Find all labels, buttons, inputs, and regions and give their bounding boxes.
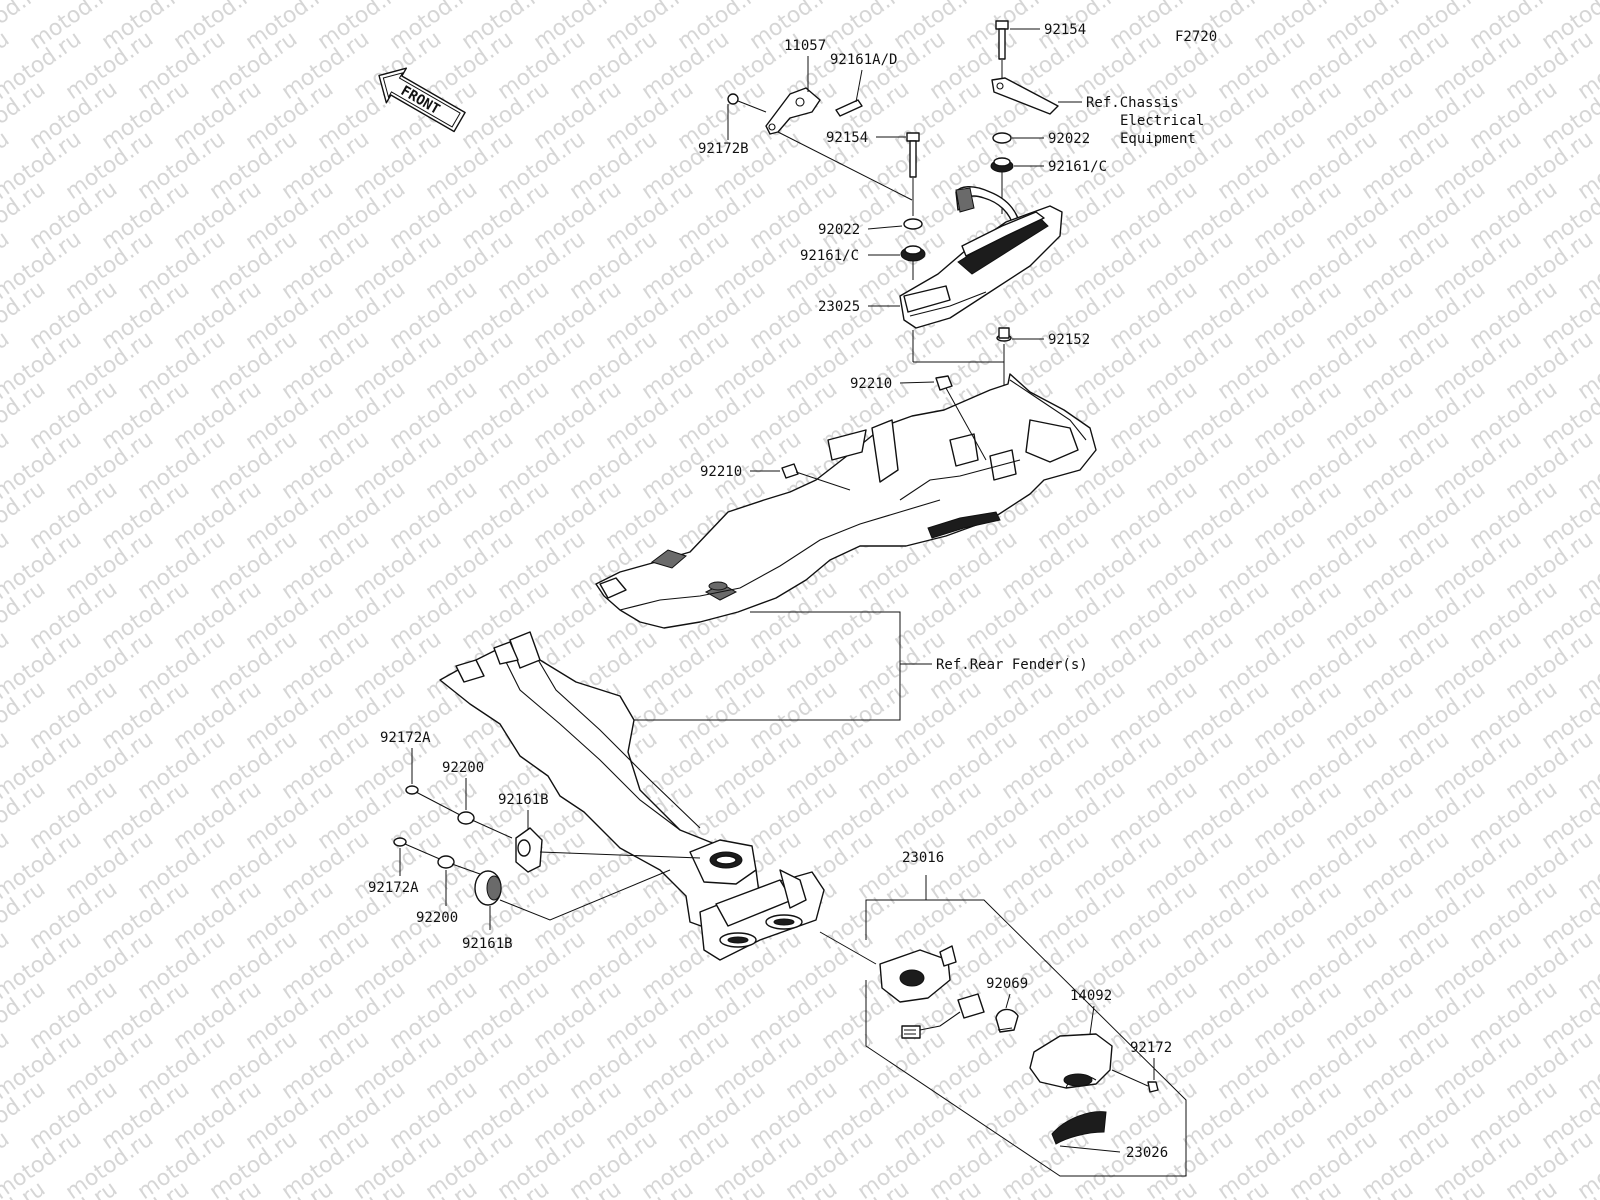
light-housing-part [879, 945, 957, 1003]
callout-92152: 92152 [1012, 332, 1090, 348]
callout-label: 92161B [498, 792, 549, 808]
bracket-11057-part [727, 87, 913, 201]
callout-label: 23016 [902, 850, 944, 866]
washer-92022-right-part [992, 132, 1012, 144]
rear-fender-body-part [595, 373, 1097, 629]
license-plate-bracket-part [439, 631, 877, 965]
ref-chassis-line1: Ref.Chassis [1086, 95, 1179, 111]
callout-92161c-right: 92161/C [1014, 159, 1107, 175]
callout-92022-right: 92022 [1012, 131, 1090, 147]
bolt-92154-top-part [995, 20, 1009, 80]
callout-label: 14092 [1070, 988, 1112, 1004]
strap-part [991, 77, 1059, 115]
callout-92154-top: 92154 [1010, 22, 1086, 38]
callout-label: 92161A/D [830, 52, 897, 68]
callout-label: 92172 [1130, 1040, 1172, 1056]
callout-92200-top: 92200 [442, 760, 484, 810]
callout-23016: 23016 [902, 850, 944, 866]
grommet-92161c-left-part [900, 245, 926, 280]
washer-92022-left-part [903, 218, 923, 230]
callout-92022-left: 92022 [818, 222, 903, 238]
callout-92172a-bottom: 92172A [368, 848, 419, 896]
callout-92161ad: 92161A/D [830, 52, 897, 103]
callout-label: 92022 [818, 222, 860, 238]
callout-label: 92022 [1048, 131, 1090, 147]
callout-92172: 92172 [1130, 1040, 1172, 1080]
callout-92161b-bottom: 92161B [462, 906, 513, 952]
ref-chassis-line3: Equipment [1120, 131, 1196, 147]
callout-92210-mid: 92210 [700, 464, 780, 480]
callout-ref-rear-fender: Ref.Rear Fender(s) [936, 657, 1088, 673]
callout-label: 92152 [1048, 332, 1090, 348]
watermark-text: motod.ru [1573, 0, 1600, 5]
ref-chassis-line2: Electrical [1120, 113, 1204, 129]
callout-92200-bottom: 92200 [416, 870, 458, 926]
callout-92172a-top: 92172A [380, 730, 431, 784]
screw-92172a-top-part [405, 785, 463, 817]
callout-23026: 23026 [1126, 1145, 1168, 1161]
lens-14092-part [1029, 1033, 1113, 1089]
callout-14092: 14092 [1070, 988, 1112, 1035]
bolt-92154-mid-part [906, 132, 920, 216]
callout-label: 92210 [700, 464, 742, 480]
clip-92210-top-part [935, 375, 987, 461]
washer-92200-bottom-part [437, 855, 455, 869]
callout-label: 92069 [986, 976, 1028, 992]
callout-label: 92172A [380, 730, 431, 746]
callout-23025: 23025 [818, 299, 900, 315]
callout-92161b-top: 92161B [498, 792, 549, 830]
callout-label: 23025 [818, 299, 860, 315]
callout-92161c-left: 92161/C [800, 248, 900, 264]
screw-92172-part [1111, 1069, 1159, 1093]
grab-rail-23025-part [899, 186, 1063, 329]
bulb-92069-part [995, 1008, 1019, 1033]
callout-label: 92200 [416, 910, 458, 926]
callout-92172b: 92172B [698, 104, 749, 157]
callout-label: 23026 [1126, 1145, 1168, 1161]
callout-ref-chassis: Ref.Chassis Electrical Equipment [1058, 95, 1204, 147]
callout-92210-top: 92210 [850, 376, 935, 392]
license-light-23016-bracket [865, 875, 1187, 1177]
figure-id: F2720 [1175, 29, 1217, 45]
screw-92172a-bottom-part [393, 837, 443, 861]
callout-label: 92154 [1044, 22, 1086, 38]
washer-92200-top-part [457, 811, 475, 825]
rear-fender-ref-bracket [628, 611, 932, 721]
callout-92069: 92069 [986, 976, 1028, 1009]
callout-label: 92161B [462, 936, 513, 952]
ref-rear-fender-label: Ref.Rear Fender(s) [936, 657, 1088, 673]
grommet-92161b-bottom-part [474, 869, 671, 921]
socket-harness-part [901, 993, 985, 1039]
callout-92154-mid: 92154 [826, 130, 906, 146]
callout-label: 11057 [784, 38, 826, 54]
clip-92210-mid-part [781, 463, 851, 491]
grommet-92161b-top-part [515, 827, 701, 873]
callout-11057: 11057 [784, 38, 826, 92]
cover-23026-part [1051, 1111, 1121, 1153]
callout-label: 92210 [850, 376, 892, 392]
callout-label: 92161/C [800, 248, 859, 264]
callout-label: 92161/C [1048, 159, 1107, 175]
callout-label: 92200 [442, 760, 484, 776]
grommet-92161c-right-part [990, 157, 1014, 214]
callout-label: 92172B [698, 141, 749, 157]
callout-label: 92172A [368, 880, 419, 896]
callout-label: 92154 [826, 130, 868, 146]
